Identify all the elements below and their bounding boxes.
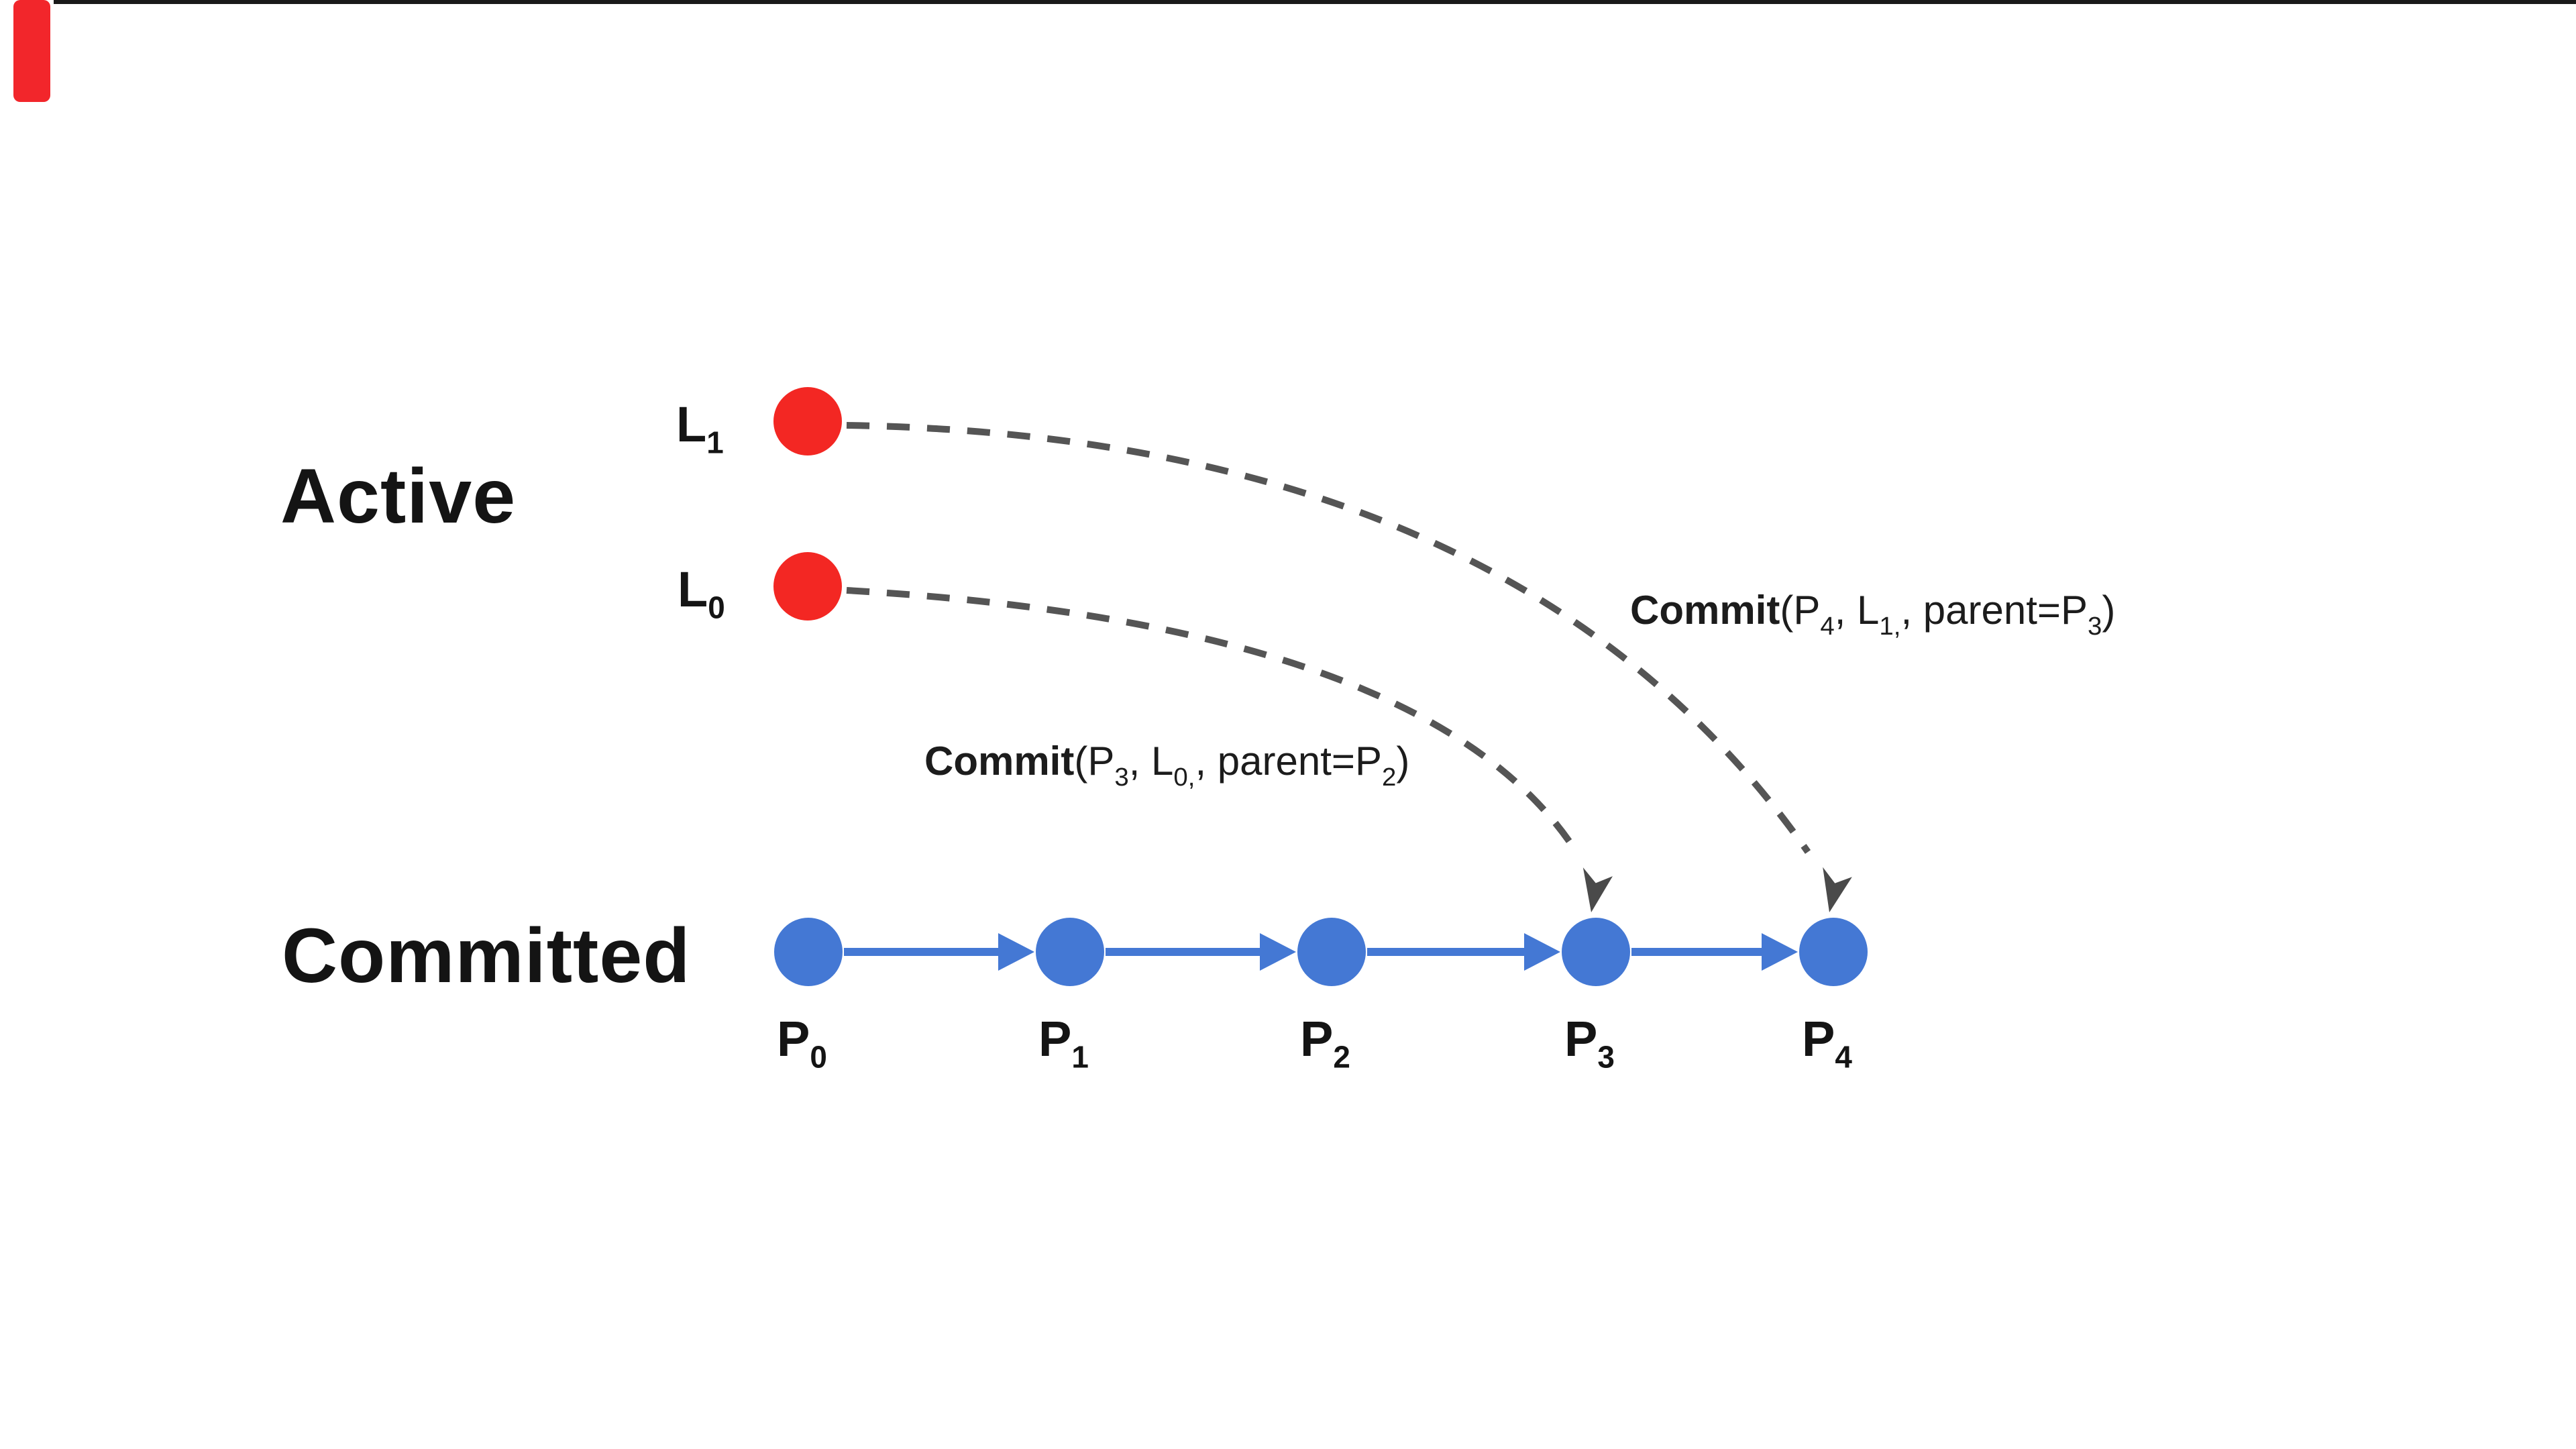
commit-annotation-segment-commit-P3-0: Commit (924, 739, 1075, 784)
commit-annotation-segment-commit-P4-0: Commit (1630, 588, 1780, 633)
commit-annotation-segment-commit-P4-1: (P (1780, 588, 1821, 633)
node-label-main-P0: P (777, 1011, 810, 1067)
committed-node-label-P3: P3 (1564, 1014, 1615, 1073)
node-label-sub-P2: 2 (1333, 1039, 1350, 1075)
commit-annotation-segment-commit-P4-7: ) (2102, 588, 2116, 633)
active-node-L1 (773, 387, 842, 455)
commit-annotation-segment-commit-P3-2: 3 (1114, 763, 1129, 792)
committed-node-P0 (774, 918, 843, 986)
active-node-label-L1: L1 (676, 400, 724, 458)
node-label-sub-P0: 0 (810, 1039, 827, 1075)
committed-node-label-P1: P1 (1038, 1014, 1089, 1073)
commit-edge-arrowhead-P3 (1524, 933, 1560, 971)
top-edge-line (54, 0, 2576, 4)
commit-edge-arrowhead-P4 (1762, 933, 1798, 971)
committed-node-label-P2: P2 (1300, 1014, 1350, 1073)
commit-annotation-commit-P3: Commit(P3, L0,, parent=P2) (924, 741, 1409, 791)
commit-annotation-segment-commit-P3-4: 0, (1173, 763, 1195, 792)
node-label-sub-P4: 4 (1835, 1039, 1852, 1075)
commit-annotation-commit-P4: Commit(P4, L1,, parent=P3) (1630, 590, 2115, 640)
committed-node-label-P0: P0 (777, 1014, 827, 1073)
commit-annotation-segment-commit-P3-7: ) (1396, 739, 1410, 784)
node-label-main-L0: L (678, 561, 708, 617)
node-label-main-P3: P (1564, 1011, 1598, 1067)
node-label-main-P1: P (1038, 1011, 1072, 1067)
commit-edge-arrowhead-P2 (1260, 933, 1296, 971)
committed-node-P4 (1799, 918, 1868, 986)
commit-annotation-segment-commit-P4-2: 4 (1820, 612, 1835, 641)
committed-node-P2 (1297, 918, 1366, 986)
node-label-sub-P3: 3 (1597, 1039, 1615, 1075)
committed-node-P1 (1036, 918, 1104, 986)
red-top-bar (13, 0, 50, 102)
commit-annotation-segment-commit-P4-6: 3 (2087, 612, 2102, 641)
node-label-main-L1: L (676, 396, 707, 452)
node-label-sub-L0: 0 (708, 590, 725, 625)
commit-annotation-segment-commit-P4-5: , parent=P (1900, 588, 2088, 633)
node-label-main-P2: P (1300, 1011, 1334, 1067)
node-label-sub-L1: 1 (706, 425, 724, 460)
node-label-main-P4: P (1802, 1011, 1835, 1067)
dashed-arrowhead-commit-P4 (1823, 867, 1852, 912)
active-node-L0 (773, 552, 842, 621)
commit-annotation-segment-commit-P4-3: , L (1834, 588, 1880, 633)
commit-annotation-segment-commit-P3-6: 2 (1381, 763, 1397, 792)
dashed-arrowhead-commit-P3 (1582, 867, 1613, 912)
commit-annotation-segment-commit-P4-4: 1, (1879, 612, 1901, 641)
active-node-label-L0: L0 (678, 565, 725, 623)
committed-node-P3 (1562, 918, 1630, 986)
dashed-curve-commit-P3 (846, 587, 1580, 854)
active-section-label: Active (280, 453, 517, 539)
committed-node-label-P4: P4 (1802, 1014, 1852, 1073)
commit-annotation-segment-commit-P3-5: , parent=P (1195, 739, 1382, 784)
commit-edge-arrowhead-P1 (998, 933, 1034, 971)
node-label-sub-P1: 1 (1071, 1039, 1089, 1075)
commit-annotation-segment-commit-P3-1: (P (1074, 739, 1115, 784)
committed-section-label: Committed (282, 913, 691, 999)
commit-annotation-segment-commit-P3-3: , L (1128, 739, 1174, 784)
dashed-curve-commit-P4 (846, 422, 1811, 854)
